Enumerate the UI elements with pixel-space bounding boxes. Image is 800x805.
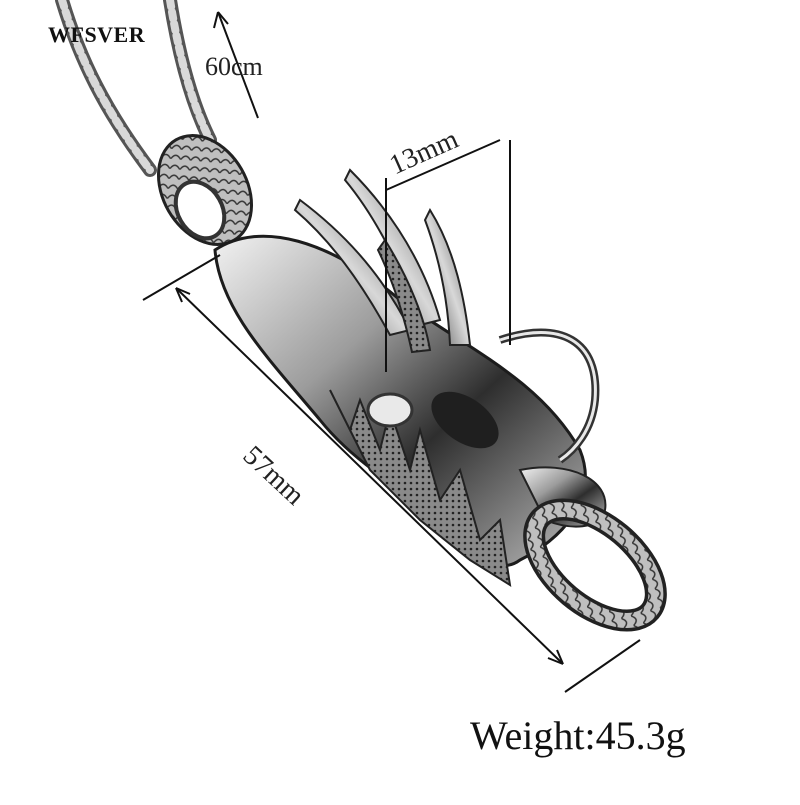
mouth-ring: [523, 498, 667, 632]
pendant-bail: [156, 134, 254, 246]
chain: [55, 0, 217, 177]
measurement-lines: [142, 11, 641, 693]
brand-watermark: WFSVER: [48, 22, 146, 47]
dragon-head-pendant: [213, 168, 607, 588]
weight-label: Weight:45.3g: [470, 713, 686, 758]
chain-length-label: 60cm: [205, 52, 263, 81]
